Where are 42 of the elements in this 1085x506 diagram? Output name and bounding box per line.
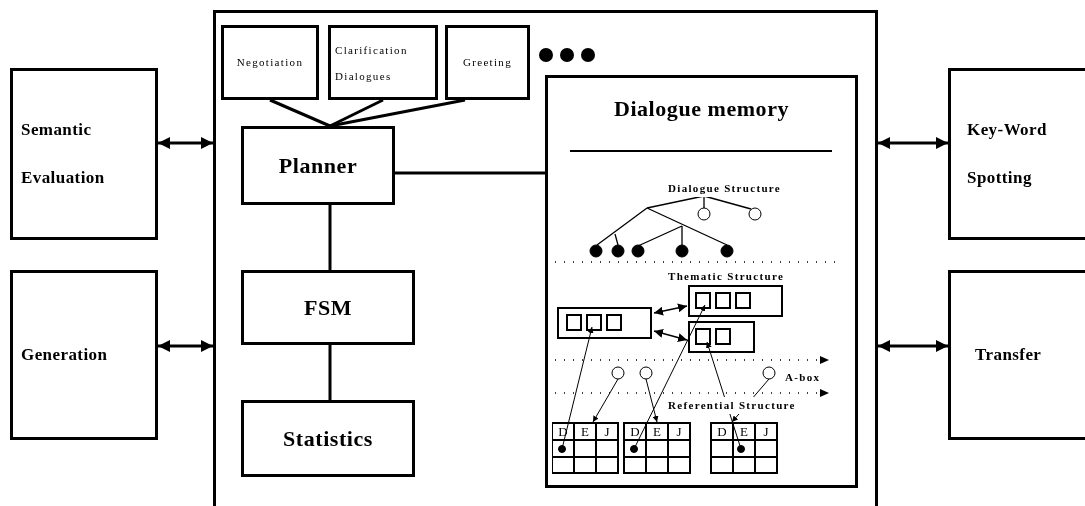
table-header: J: [675, 423, 683, 440]
process-box: [241, 270, 415, 345]
connector: [328, 345, 332, 400]
connector: [328, 205, 332, 270]
node-label: Greeting: [462, 55, 512, 71]
table-header: E: [739, 423, 749, 440]
process-box: [241, 400, 415, 477]
connector: [269, 98, 331, 128]
table-header: D: [716, 423, 728, 440]
table-header: E: [652, 423, 662, 440]
process-box: [221, 25, 319, 100]
process-box: [328, 25, 438, 100]
structure-label: Referential Structure: [668, 397, 796, 414]
table-header: D: [629, 423, 641, 440]
connector: [395, 171, 545, 175]
node-label: Generation: [21, 344, 108, 367]
table-header: D: [557, 423, 569, 440]
process-box: [948, 270, 1085, 440]
connector: [878, 340, 948, 352]
process-box: [445, 25, 530, 100]
node-label: Negotiation: [236, 55, 304, 71]
process-box: [241, 126, 395, 205]
connector: [329, 98, 466, 128]
connector: [878, 137, 948, 149]
node-label: FSM: [303, 294, 353, 322]
node-label: Clarification Dialogues: [335, 42, 409, 84]
process-box: [948, 68, 1085, 240]
system-frame: [213, 10, 878, 506]
node-label: Statistics: [283, 425, 373, 453]
process-box: [10, 270, 158, 440]
memory-panel: [545, 75, 858, 488]
process-box: [10, 68, 158, 240]
node-label: Transfer: [975, 344, 1042, 367]
node-label: Dialogue memory: [612, 95, 790, 123]
node-label: Planner: [278, 152, 358, 180]
connector: [158, 137, 213, 149]
table-header: E: [580, 423, 590, 440]
table-header: J: [603, 423, 611, 440]
table-header: J: [762, 423, 770, 440]
node-label: Key-Word Spotting: [967, 119, 1048, 189]
connector: [158, 340, 213, 352]
node-label: Semantic Evaluation: [21, 119, 106, 189]
